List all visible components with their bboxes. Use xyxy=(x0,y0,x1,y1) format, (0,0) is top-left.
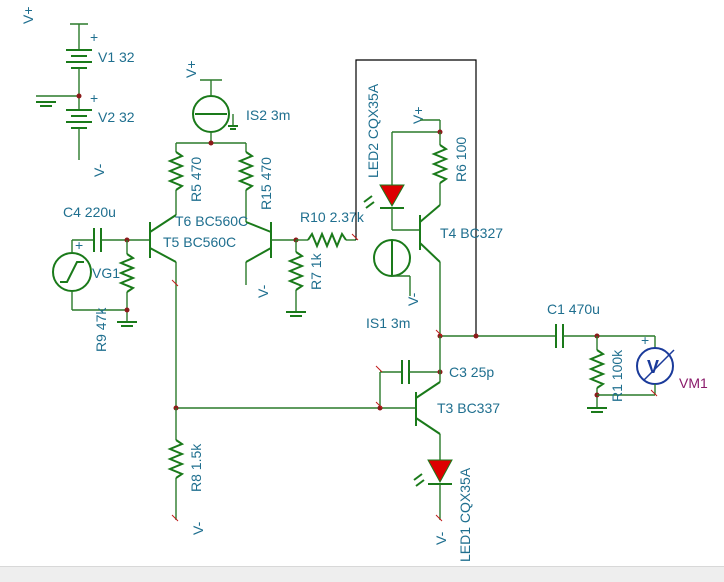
rail-label-vminus-is1: V- xyxy=(405,292,421,306)
label-c3: C3 25p xyxy=(449,364,494,380)
label-r15: R15 470 xyxy=(258,157,274,210)
status-bar xyxy=(0,566,724,582)
current-source-is2[interactable]: V+ IS2 3m xyxy=(176,60,290,146)
rail-label-vminus-left: V- xyxy=(91,163,107,177)
resistor-r10[interactable]: R10 2.37k xyxy=(296,209,365,249)
label-r10: R10 2.37k xyxy=(300,209,365,225)
transistor-t6[interactable]: T6 BC560C V- xyxy=(175,213,296,298)
schematic-canvas[interactable]: V+ + + V1 32 V2 32 V- V+ IS2 3m xyxy=(0,0,724,566)
label-r7: R7 1k xyxy=(308,252,324,290)
transistor-t5[interactable]: T5 BC560C xyxy=(149,214,236,408)
label-t5: T5 BC560C xyxy=(163,234,236,250)
resistor-r15[interactable]: R15 470 xyxy=(237,143,274,222)
label-is1: IS1 3m xyxy=(366,315,410,331)
resistor-r6[interactable]: R6 100 xyxy=(431,132,469,205)
resistor-r9[interactable]: R9 47k xyxy=(93,240,137,352)
current-source-is1[interactable]: IS1 3m V- xyxy=(366,229,421,331)
capacitor-c3[interactable]: C3 25p xyxy=(379,360,494,408)
plus-sign: + xyxy=(75,237,83,253)
label-is2: IS2 3m xyxy=(246,107,290,123)
capacitor-c4[interactable]: C4 220u xyxy=(63,204,150,252)
led-led1[interactable]: V- LED1 CQX35A xyxy=(413,459,473,562)
label-vg1: VG1 xyxy=(92,265,120,281)
supply-v1-v2[interactable]: V+ + + V1 32 V2 32 V- xyxy=(20,6,135,177)
resistor-r8[interactable]: R8 1.5k V- xyxy=(167,408,206,535)
plus-sign: + xyxy=(90,90,98,106)
label-r8: R8 1.5k xyxy=(188,443,204,492)
rail-label-vminus-t6: V- xyxy=(255,284,271,298)
label-r5: R5 470 xyxy=(188,157,204,202)
resistor-r1[interactable]: R1 100k xyxy=(587,336,655,413)
circuit-schematic: V+ + + V1 32 V2 32 V- V+ IS2 3m xyxy=(20,6,708,562)
label-r6: R6 100 xyxy=(453,137,469,182)
rail-label-vplus-is2: V+ xyxy=(183,60,199,78)
voltmeter-symbol: V xyxy=(647,357,659,377)
voltmeter-vm1[interactable]: V + VM1 xyxy=(636,332,708,395)
label-v1: V1 32 xyxy=(98,49,135,65)
output-node xyxy=(437,333,556,339)
transistor-t4[interactable]: T4 BC327 xyxy=(419,204,503,336)
label-r9: R9 47k xyxy=(93,307,109,352)
rail-label-vplus-top: V+ xyxy=(20,6,36,24)
transistor-t3[interactable]: T3 BC337 xyxy=(173,336,501,460)
feedback-wire xyxy=(355,59,477,336)
label-t3: T3 BC337 xyxy=(437,400,500,416)
rail-label-vminus-led1: V- xyxy=(433,531,449,545)
rail-label-vminus-r8: V- xyxy=(190,521,206,535)
pin-markers xyxy=(171,233,658,522)
resistor-r7[interactable]: R7 1k xyxy=(286,237,324,317)
rail-label-vplus-t4: V+ xyxy=(410,106,426,124)
label-t4: T4 BC327 xyxy=(440,225,503,241)
plus-sign: + xyxy=(641,332,649,348)
label-v2: V2 32 xyxy=(98,109,135,125)
led-led2[interactable]: LED2 CQX35A xyxy=(363,83,405,230)
label-t6: T6 BC560C xyxy=(175,213,248,229)
label-r1: R1 100k xyxy=(609,349,625,402)
label-vm1: VM1 xyxy=(679,375,708,391)
capacitor-c1[interactable]: C1 470u xyxy=(547,301,655,348)
resistor-r5[interactable]: R5 470 xyxy=(167,143,204,215)
label-c1: C1 470u xyxy=(547,301,600,317)
generator-vg1[interactable]: + VG1 xyxy=(52,237,127,311)
label-led2: LED2 CQX35A xyxy=(365,83,381,178)
label-led1: LED1 CQX35A xyxy=(457,467,473,562)
plus-sign: + xyxy=(90,29,98,45)
label-c4: C4 220u xyxy=(63,204,116,220)
rail-vplus-t4: V+ xyxy=(392,106,443,135)
